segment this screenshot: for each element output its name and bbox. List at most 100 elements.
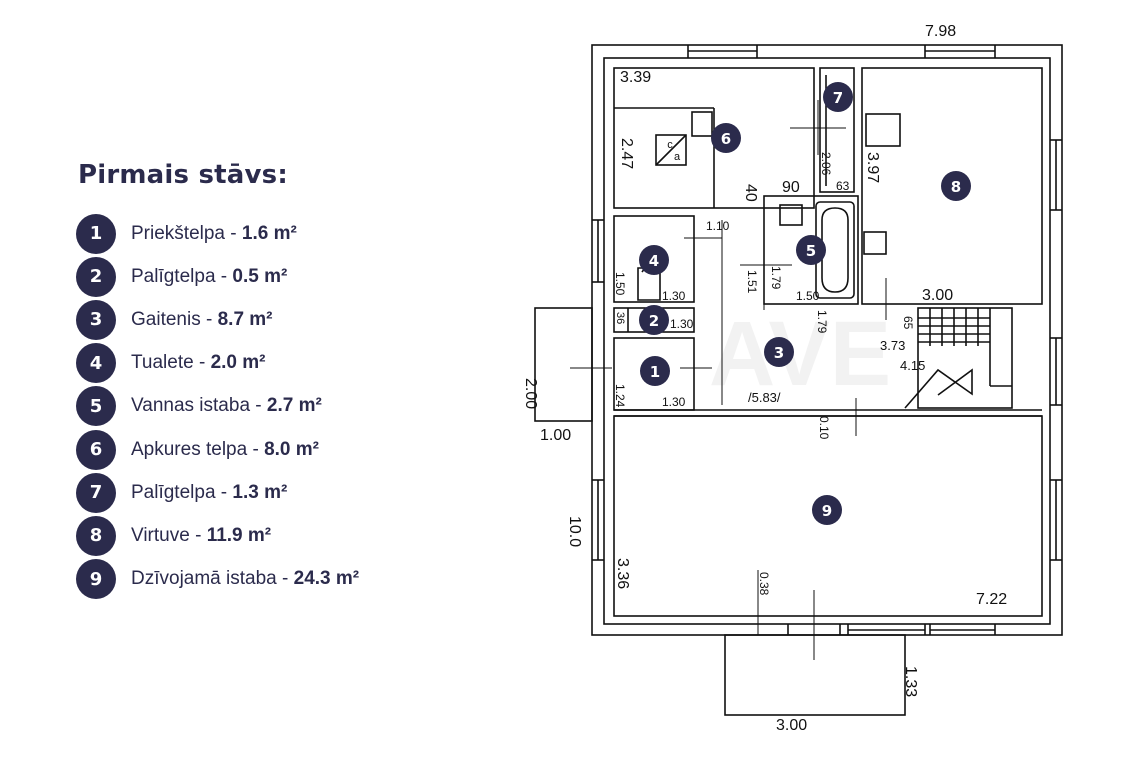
legend-separator: - <box>200 308 218 330</box>
legend-list: 1 Priekštelpa - 1.6 m² 2 Palīgtelpa - 0.… <box>76 212 456 601</box>
watermark: AVE <box>709 303 891 405</box>
boiler-label-a: a <box>674 151 681 163</box>
bathtub-basin <box>821 207 849 293</box>
room-marker: 4 <box>639 245 669 275</box>
stove-symbol <box>865 113 901 147</box>
toilet-walls <box>613 215 695 303</box>
legend-separator: - <box>247 438 265 460</box>
room-area: 11.9 m² <box>206 524 272 546</box>
dim-stair-65: 65 <box>901 316 915 330</box>
dim-terrace-depth: 1.33 <box>902 666 919 697</box>
window <box>687 45 758 58</box>
dim-living-038: 0.38 <box>757 572 771 596</box>
room-marker: 9 <box>812 495 842 525</box>
room-name: Apkures telpa <box>131 438 248 460</box>
living-room-walls <box>613 415 1043 617</box>
legend-text: Tualete - 2.0 m² <box>131 352 265 374</box>
room-area: 8.0 m² <box>264 438 319 460</box>
legend-text: Palīgtelpa - 1.3 m² <box>131 482 287 504</box>
room-area: 1.6 m² <box>241 222 297 244</box>
room-name: Virtuve <box>131 524 190 546</box>
dimension-labels: 7.98 3.39 2.47 2.06 63 90 40 3.97 3.00 1… <box>522 23 1007 734</box>
legend-item: 5 Vannas istaba - 2.7 m² <box>76 385 456 428</box>
dim-toilet-depth: 1.50 <box>613 272 627 296</box>
legend-item: 4 Tualete - 2.0 m² <box>76 342 456 385</box>
room-name: Gaitenis <box>131 308 201 330</box>
dim-bath-151: 1.51 <box>745 270 759 294</box>
room-area: 8.7 m² <box>217 308 273 330</box>
window <box>929 624 996 635</box>
room-number: 4 <box>649 252 659 270</box>
window <box>924 45 996 58</box>
dim-storage-depth: 36 <box>614 312 626 324</box>
room-number-badge: 2 <box>76 256 116 297</box>
legend-separator: - <box>276 568 294 590</box>
walls <box>534 44 1063 716</box>
legend-text: Apkures telpa - 8.0 m² <box>131 439 319 461</box>
dim-wall-010: 0.10 <box>817 416 831 440</box>
room-marker: 3 <box>764 337 794 367</box>
legend-text: Dzīvojamā istaba - 24.3 m² <box>131 568 359 590</box>
terrace <box>724 634 906 716</box>
window <box>592 479 604 561</box>
legend-item: 3 Gaitenis - 8.7 m² <box>76 298 456 341</box>
legend-separator: - <box>225 222 242 244</box>
legend-item: 9 Dzīvojamā istaba - 24.3 m² <box>76 558 456 601</box>
dim-bath-179a: 1.79 <box>769 266 783 290</box>
dim-overall-length: 10.0 <box>566 516 583 547</box>
room-marker: 8 <box>941 171 971 201</box>
room-markers: 1 2 3 4 5 6 7 8 <box>639 82 971 525</box>
dim-closet-width: 63 <box>836 179 850 193</box>
room-number-badge: 6 <box>76 429 116 470</box>
legend-title: Pirmais stāvs: <box>78 160 288 190</box>
dim-wall-40: 40 <box>742 184 759 202</box>
dim-hall-583: /5.83/ <box>748 390 781 405</box>
window <box>1050 337 1062 406</box>
dim-corridor-110: 1.10 <box>706 219 730 233</box>
dim-bath-width: 1.50 <box>796 289 820 303</box>
legend-separator: - <box>189 524 207 546</box>
legend-text: Virtuve - 11.9 m² <box>131 525 271 547</box>
staircase <box>917 307 1013 409</box>
inner-wall-outline <box>603 57 1051 625</box>
legend-item: 1 Priekštelpa - 1.6 m² <box>76 212 456 255</box>
dim-storage-width: 1.30 <box>670 317 694 331</box>
room-marker: 7 <box>823 82 853 112</box>
legend-item: 8 Virtuve - 11.9 m² <box>76 514 456 557</box>
dim-kitchen-depth: 3.97 <box>864 152 881 183</box>
dim-overall-width: 7.98 <box>925 23 956 40</box>
dim-toilet-width: 1.30 <box>662 289 686 303</box>
room-area: 2.0 m² <box>210 352 266 374</box>
dim-closet-depth: 2.06 <box>819 152 833 176</box>
room-number: 5 <box>806 242 816 260</box>
window <box>847 624 926 635</box>
room-number-badge: 8 <box>76 515 116 556</box>
room-number: 9 <box>822 502 832 520</box>
room-name: Priekštelpa <box>131 222 225 244</box>
closet-walls <box>819 67 855 193</box>
legend-text: Vannas istaba - 2.7 m² <box>131 395 322 417</box>
legend-separator: - <box>250 395 267 417</box>
room-number-badge: 5 <box>76 386 116 427</box>
room-name: Tualete <box>131 352 194 374</box>
window <box>592 219 604 283</box>
kitchen-walls <box>861 67 1043 305</box>
room-number-badge: 7 <box>76 472 116 513</box>
legend-separator: - <box>215 265 233 287</box>
dim-hall-179: 1.79 <box>815 310 829 334</box>
room-number: 2 <box>649 312 659 330</box>
room-area: 24.3 m² <box>293 568 360 590</box>
dim-stair-373: 3.73 <box>880 338 905 353</box>
legend-item: 7 Palīgtelpa - 1.3 m² <box>76 471 456 514</box>
room-number-badge: 1 <box>76 213 116 254</box>
dim-boiler-width: 3.39 <box>620 69 651 86</box>
dim-kitchen-width: 3.00 <box>922 287 953 304</box>
legend-text: Palīgtelpa - 0.5 m² <box>131 266 287 288</box>
window <box>787 624 841 635</box>
dim-living-722: 7.22 <box>976 591 1007 608</box>
room-name: Vannas istaba <box>131 395 251 417</box>
legend-item: 6 Apkures telpa - 8.0 m² <box>76 428 456 471</box>
sink <box>779 204 803 226</box>
room-number: 1 <box>650 363 660 381</box>
